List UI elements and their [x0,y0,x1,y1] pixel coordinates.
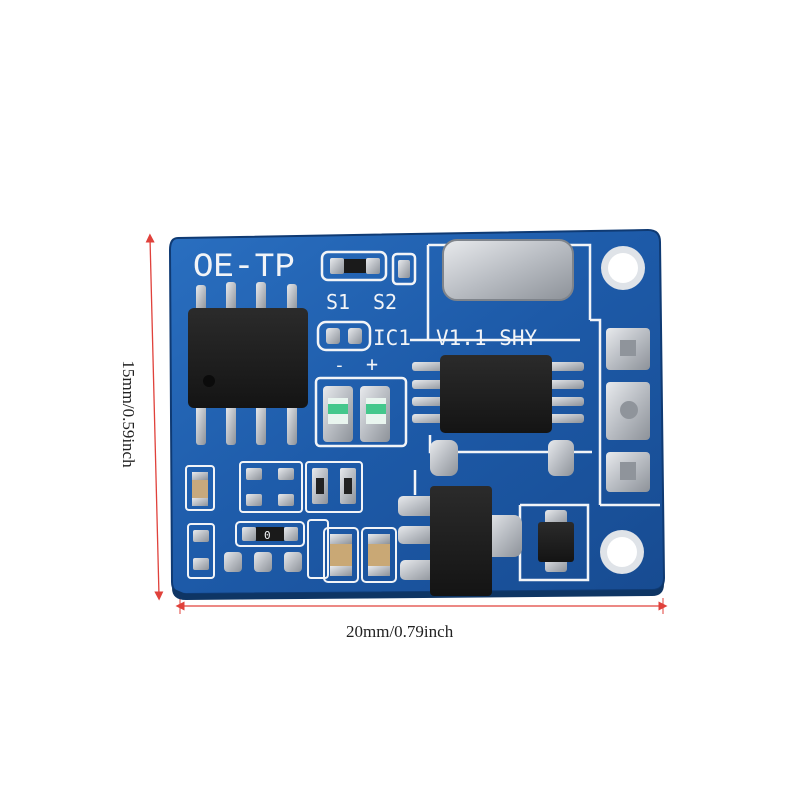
diode [538,510,574,572]
smd-passives [185,461,397,583]
height-dimension-line [145,233,164,601]
model-label: OE-TP [193,249,295,287]
sop8-chip-left [188,282,308,445]
resistor-code-label: 0 [264,529,271,542]
polarity-plus-label: + [366,352,378,376]
sot89-transistor [398,486,522,596]
edge-pads [606,328,650,492]
switch-label-s2: S2 [373,290,397,314]
height-dimension-label: 15mm/0.59inch [119,360,138,468]
dimension-lines [145,233,668,614]
bicolor-led [314,376,408,448]
jumper-pads [316,320,372,352]
version-label: V1.1 SHY [436,326,538,350]
width-dimension-label: 20mm/0.79inch [346,622,454,641]
ic-label: IC1 [373,326,411,350]
sop8-chip-ic1 [412,355,584,433]
polarity-minus-label: - [334,355,345,376]
misc-pads [430,440,574,476]
switch-jumper-pads [320,250,417,286]
switch-label-s1: S1 [326,290,350,314]
pcb-board: OE-TP S1 S2 IC1 V1.1 SHY - + 0 [168,228,666,600]
crystal-can [442,239,574,301]
mounting-holes [600,246,645,574]
